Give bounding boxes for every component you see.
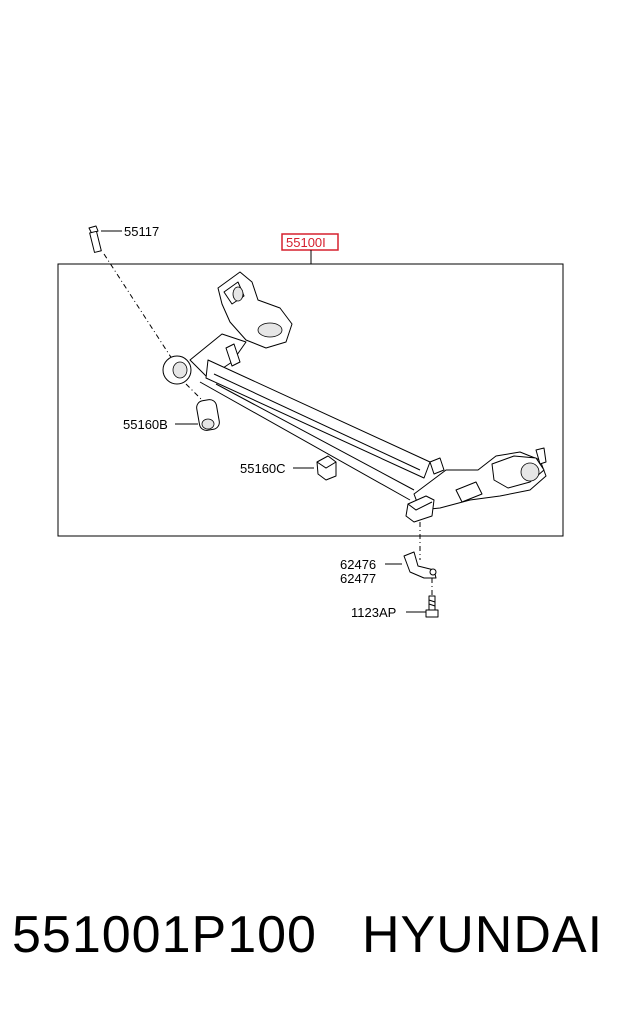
clip-62476 [403, 551, 437, 579]
callout-bolt-lower-label: 1123AP [351, 605, 396, 620]
callout-clip[interactable]: 62476 62477 [340, 557, 402, 586]
callout-bolt-lower[interactable]: 1123AP [351, 605, 426, 620]
callout-assembly-label: 55100I [286, 235, 326, 250]
callout-bolt[interactable]: 55117 [101, 224, 159, 239]
callout-bushing[interactable]: 55160B [123, 417, 198, 432]
part-number: 551001P100 [12, 906, 317, 964]
callout-bolt-label: 55117 [124, 224, 159, 239]
callout-bracket-cap[interactable]: 55160C [240, 461, 314, 476]
caption-bar: 551001P100 HYUNDAI [0, 905, 620, 975]
bracket-cap-55160c [316, 455, 337, 481]
brand-name: HYUNDAI [362, 906, 604, 964]
callout-bracket-cap-label: 55160C [240, 461, 286, 476]
bolt-55117 [88, 225, 177, 366]
callout-assembly[interactable]: 55100I [281, 233, 339, 264]
rear-axle-beam [162, 271, 547, 560]
callout-clip-b-label: 62477 [340, 571, 376, 586]
callout-bushing-label: 55160B [123, 417, 168, 432]
assembly-highlight-box [281, 233, 339, 251]
bolt-1123ap [425, 578, 439, 618]
callout-clip-a-label: 62476 [340, 557, 376, 572]
bushing-55160b [185, 383, 220, 431]
